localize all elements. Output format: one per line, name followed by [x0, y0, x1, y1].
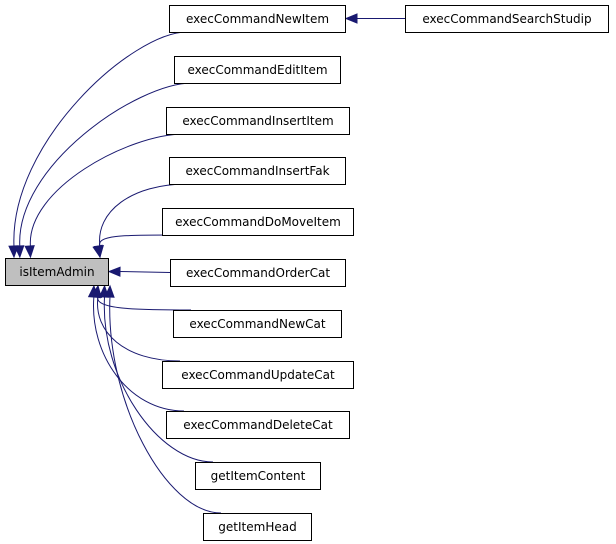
node-execCommandOrderCat[interactable]: execCommandOrderCat	[170, 259, 346, 287]
node-box	[166, 411, 350, 439]
node-label: execCommandDeleteCat	[183, 418, 333, 432]
edge-arrow-execCommandDeleteCat	[87, 284, 99, 298]
edge-execCommandOrderCat	[118, 271, 171, 273]
edge-arrow-execCommandDoMoveItem	[92, 244, 103, 259]
node-label: getItemHead	[218, 520, 296, 534]
node-box	[405, 5, 609, 33]
edge-execCommandDeleteCat	[93, 295, 185, 412]
edges-layer	[8, 13, 405, 514]
edge-getItemContent	[103, 295, 214, 463]
node-box	[195, 462, 321, 490]
node-box	[170, 259, 346, 287]
node-execCommandInsertItem[interactable]: execCommandInsertItem	[166, 107, 350, 135]
node-label: execCommandInsertFak	[185, 164, 329, 178]
node-label: execCommandInsertItem	[182, 114, 333, 128]
node-label: execCommandNewItem	[186, 12, 329, 26]
node-getItemHead[interactable]: getItemHead	[203, 513, 312, 541]
edge-arrow-execCommandSearchStudip	[344, 13, 358, 24]
node-label: execCommandUpdateCat	[181, 368, 335, 382]
node-label: isItemAdmin	[19, 265, 94, 279]
nodes-layer: isItemAdmin execCommandNewItem execCommand…	[5, 5, 609, 541]
edge-execCommandEditItem	[19, 82, 193, 248]
node-execCommandDoMoveItem[interactable]: execCommandDoMoveItem	[162, 208, 354, 236]
node-execCommandNewCat[interactable]: execCommandNewCat	[173, 310, 342, 338]
node-execCommandDeleteCat[interactable]: execCommandDeleteCat	[166, 411, 350, 439]
edge-arrow-execCommandEditItem	[13, 245, 25, 259]
node-box	[166, 107, 350, 135]
node-box	[169, 5, 346, 33]
edge-arrow-execCommandOrderCat	[107, 266, 121, 277]
node-box	[203, 513, 312, 541]
node-execCommandInsertFak[interactable]: execCommandInsertFak	[169, 157, 346, 185]
node-box	[162, 208, 354, 236]
edge-execCommandInsertItem	[29, 133, 185, 248]
edge-execCommandDoMoveItem	[99, 234, 181, 248]
node-execCommandSearchStudip[interactable]: execCommandSearchStudip	[405, 5, 609, 33]
node-box	[169, 157, 346, 185]
node-box	[5, 258, 109, 286]
node-label: getItemContent	[211, 469, 306, 483]
edge-arrow-execCommandInsertItem	[24, 245, 35, 259]
node-box	[174, 56, 341, 84]
node-isItemAdmin[interactable]: isItemAdmin	[5, 258, 109, 286]
node-execCommandEditItem[interactable]: execCommandEditItem	[174, 56, 341, 84]
node-execCommandNewItem[interactable]: execCommandNewItem	[169, 5, 346, 33]
edge-arrow-getItemHead	[104, 284, 115, 298]
edge-execCommandNewCat	[97, 295, 192, 311]
node-label: execCommandEditItem	[187, 63, 327, 77]
node-label: execCommandDoMoveItem	[175, 215, 341, 229]
node-box	[173, 310, 342, 338]
node-execCommandUpdateCat[interactable]: execCommandUpdateCat	[162, 361, 354, 389]
node-label: execCommandNewCat	[189, 317, 325, 331]
node-getItemContent[interactable]: getItemContent	[195, 462, 321, 490]
node-box	[162, 361, 354, 389]
edge-execCommandInsertFak	[99, 183, 188, 248]
node-label: execCommandOrderCat	[186, 266, 330, 280]
edge-execCommandNewItem	[13, 31, 188, 248]
node-label: execCommandSearchStudip	[422, 12, 591, 26]
edge-execCommandUpdateCat	[97, 295, 181, 362]
edge-getItemHead	[109, 295, 222, 514]
